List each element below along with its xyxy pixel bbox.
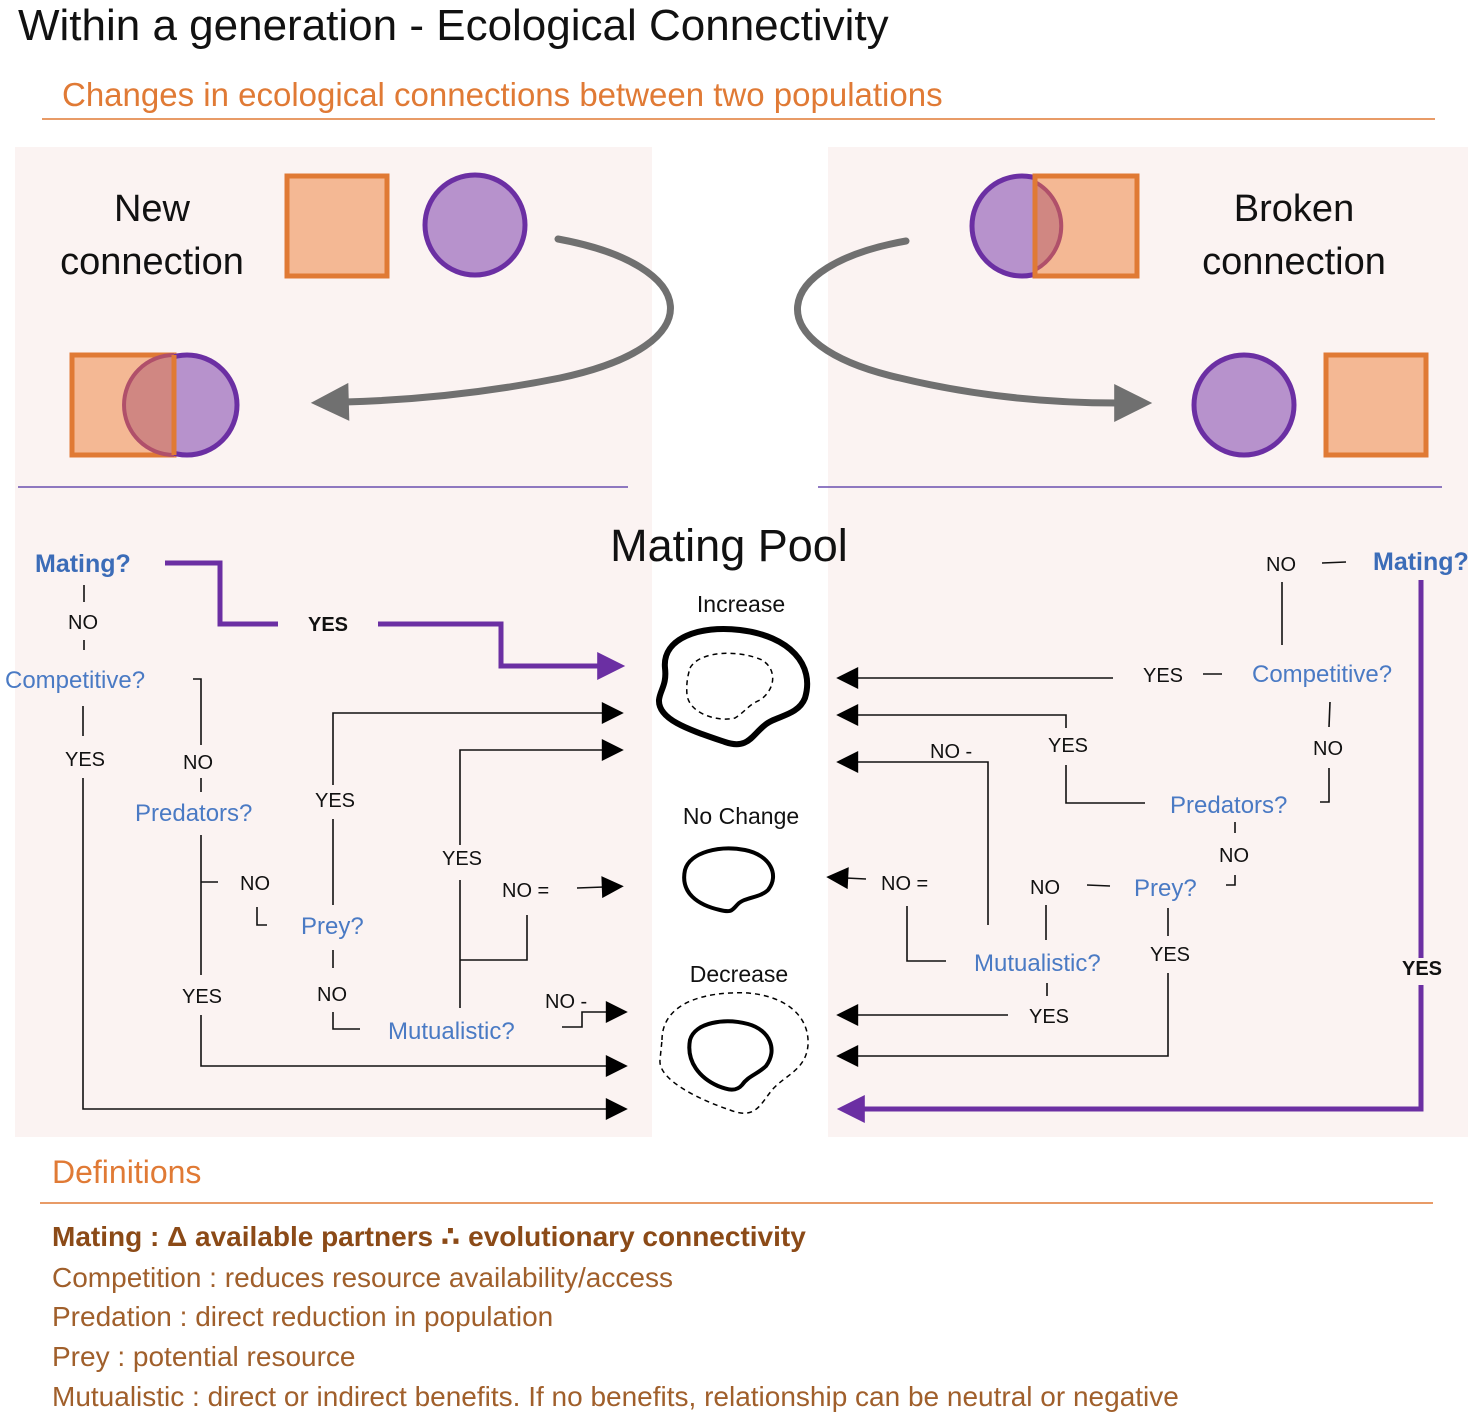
right-no-neutral-arrow [826, 867, 867, 890]
right-predators-yes-arrow [836, 704, 1067, 728]
population-circle-icon [1191, 352, 1297, 458]
right-mutualistic-yes-label: YES [1029, 1006, 1069, 1028]
left-mutualistic-no-neutral-label: NO = [502, 880, 549, 902]
increase-label: Increase [697, 591, 785, 617]
connector-line [1328, 701, 1331, 728]
definition-prey: Prey : potential resource [52, 1341, 356, 1372]
right-competitive-no-label: NO [1313, 738, 1343, 760]
left-competitive-question: Competitive? [5, 667, 145, 694]
right-mating-yes-label: YES [1402, 958, 1442, 980]
left-mating-question: Mating? [35, 550, 131, 578]
overlapping-populations-icon [69, 352, 240, 458]
subtitle: Changes in ecological connections betwee… [62, 76, 943, 113]
left-competitive-yes-arrow [82, 778, 628, 1120]
connector-line [1226, 875, 1236, 886]
left-mutualistic-no-negative-label: NO - [545, 991, 587, 1013]
definition-predation: Predation : direct reduction in populati… [52, 1301, 553, 1332]
left-panel-background [15, 147, 652, 1137]
broken-connection-label-line1: Broken [1234, 188, 1354, 230]
left-mating-yes-arrow [378, 621, 626, 680]
connector-line [906, 906, 946, 962]
right-mutualistic-no-neutral-label: NO = [881, 873, 928, 895]
left-predators-question: Predators? [135, 800, 252, 827]
broken-connection-curved-arrow [794, 237, 1153, 422]
left-no-neutral-arrow [576, 876, 624, 899]
right-competitive-yes-label: YES [1143, 665, 1183, 687]
population-circle-icon [422, 172, 528, 278]
no-change-blob-icon [682, 846, 775, 914]
right-mutualistic-no-negative-label: NO - [930, 741, 972, 763]
left-competitive-yes-label: YES [65, 749, 105, 771]
new-connection-label-line2: connection [60, 241, 244, 283]
left-mutualistic-yes-label: YES [442, 848, 482, 870]
new-connection-curved-arrow [310, 235, 674, 421]
left-predators-no-label: NO [240, 873, 270, 895]
population-square-icon [284, 173, 390, 279]
connector-line [1321, 561, 1347, 564]
definitions-heading: Definitions [52, 1154, 201, 1190]
increase-blob-icon [656, 626, 811, 748]
left-mutualistic-yes-arrow [459, 739, 624, 845]
connector-line [332, 1012, 360, 1030]
no-change-label: No Change [683, 803, 799, 829]
definition-mutualistic: Mutualistic : direct or indirect benefit… [52, 1381, 1179, 1412]
left-prey-question: Prey? [301, 913, 364, 940]
main-title: Within a generation - Ecological Connect… [18, 1, 889, 50]
right-mating-no-label: NO [1266, 554, 1296, 576]
new-connection-label-line1: New [114, 188, 191, 230]
broken-connection-label-line2: connection [1202, 241, 1386, 283]
decrease-blob-icon [659, 991, 809, 1114]
left-mating-no-label: NO [68, 612, 98, 634]
definition-competition: Competition : reduces resource availabil… [52, 1262, 673, 1293]
connector-line [460, 915, 528, 961]
overlapping-populations-icon [969, 173, 1140, 279]
right-prey-yes-label: YES [1150, 944, 1190, 966]
population-square-icon [1323, 352, 1429, 458]
right-predators-no-label: NO [1219, 845, 1249, 867]
right-prey-question: Prey? [1134, 875, 1197, 902]
connector-line [1065, 765, 1145, 804]
right-prey-no-label: NO [1030, 877, 1060, 899]
connector-line [256, 907, 267, 926]
left-prey-yes-label: YES [315, 790, 355, 812]
right-competitive-question: Competitive? [1252, 661, 1392, 688]
left-prey-yes-arrow [332, 702, 624, 785]
left-mutualistic-question: Mutualistic? [388, 1018, 515, 1045]
left-prey-no-label: NO [317, 984, 347, 1006]
mating-pool-title: Mating Pool [610, 520, 848, 571]
right-predators-yes-label: YES [1048, 735, 1088, 757]
left-competitive-no-label: NO [183, 752, 213, 774]
connector-line [193, 678, 202, 745]
right-mutualistic-negative-arrow [836, 751, 989, 925]
definition-mating: Mating : Δ available partners ∴ evolutio… [52, 1221, 806, 1252]
left-no-negative-arrow [562, 1001, 628, 1028]
right-predators-question: Predators? [1170, 792, 1287, 819]
right-prey-yes-arrow [836, 973, 1169, 1067]
left-mating-yes-label: YES [308, 614, 348, 636]
left-mating-yes-line [165, 560, 278, 627]
right-mutualistic-question: Mutualistic? [974, 950, 1101, 977]
right-mating-question: Mating? [1373, 548, 1469, 576]
left-predators-yes-arrow [200, 1015, 628, 1077]
right-panel-background [828, 147, 1468, 1137]
left-predators-yes-label: YES [182, 986, 222, 1008]
connector-line [1086, 884, 1111, 887]
decrease-label: Decrease [690, 961, 788, 987]
connector-line [1320, 768, 1330, 803]
right-mating-yes-arrow [836, 985, 1424, 1123]
